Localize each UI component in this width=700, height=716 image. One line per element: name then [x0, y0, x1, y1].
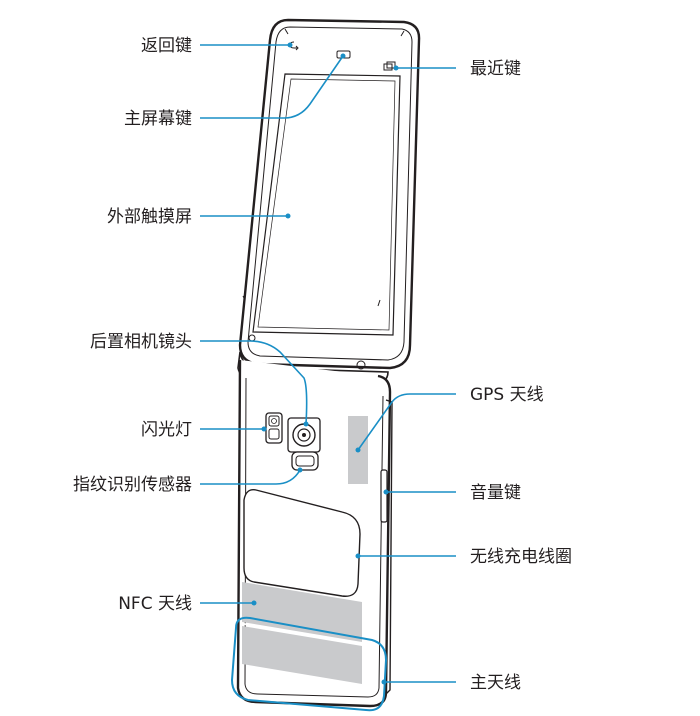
leader-rear-camera: [200, 340, 308, 425]
recent-key-icon: [383, 61, 396, 71]
label-fingerprint-sensor: 指纹识别传感器: [73, 475, 192, 495]
flash-module: [265, 412, 283, 444]
outer-screen-display: [252, 73, 401, 336]
label-nfc-antenna: NFC 天线: [118, 594, 192, 614]
label-outer-touchscreen: 外部触摸屏: [107, 207, 192, 227]
label-volume-key: 音量键: [470, 483, 521, 503]
leader-lines: [200, 42, 456, 685]
nfc-antenna-area: [242, 582, 362, 642]
volume-key: [380, 469, 388, 523]
main-antenna-outline: [230, 616, 388, 712]
label-gps-antenna: GPS 天线: [470, 385, 544, 405]
main-antenna-area: [242, 626, 362, 684]
leader-fingerprint: [200, 469, 301, 485]
label-flash: 闪光灯: [141, 420, 192, 440]
leader-home-key: [200, 55, 344, 119]
wireless-charging-coil: [243, 489, 361, 597]
label-back-key: 返回键: [141, 36, 192, 56]
upper-flip: [238, 18, 421, 370]
label-wireless-charging-coil: 无线充电线圈: [470, 547, 572, 567]
label-rear-camera: 后置相机镜头: [90, 332, 192, 352]
lower-body: [230, 359, 393, 712]
label-home-key: 主屏幕键: [124, 109, 192, 129]
leader-gps-antenna: [357, 393, 456, 451]
label-main-antenna: 主天线: [470, 673, 521, 693]
labels: 返回键 主屏幕键 最近键 外部触摸屏 后置相机镜头 闪光灯 指纹识别传感器 GP…: [73, 36, 572, 693]
label-recent-key: 最近键: [470, 59, 521, 79]
fingerprint-sensor: [291, 451, 319, 471]
